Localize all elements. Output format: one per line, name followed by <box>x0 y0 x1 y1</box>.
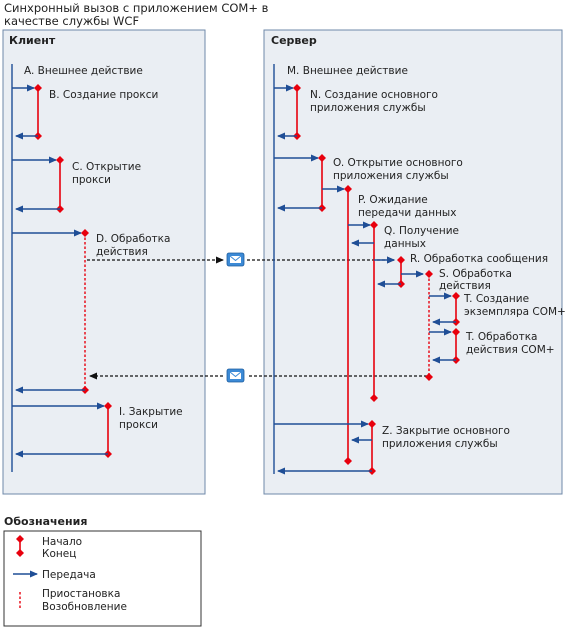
step-o-label-1: O. Открытие основного <box>333 157 463 169</box>
step-b-activation <box>12 84 42 140</box>
step-b-label: B. Создание прокси <box>49 89 158 101</box>
legend-activation-sample <box>16 535 24 557</box>
server-panel <box>263 29 563 495</box>
start-marker <box>318 154 326 162</box>
start-marker <box>344 185 352 193</box>
step-c-label-2: прокси <box>72 174 111 186</box>
step-d-label-2: действия <box>96 246 148 258</box>
server-header: Сервер <box>271 34 317 47</box>
step-r-label: R. Обработка сообщения <box>410 253 548 265</box>
legend-title: Обозначения <box>4 515 87 528</box>
legend-start-label: Начало <box>42 536 82 548</box>
diagram-title-line-1: Синхронный вызов с приложением COM+ в <box>4 1 269 15</box>
step-n-activation <box>274 84 301 140</box>
step-i-label-1: I. Закрытие <box>119 406 183 418</box>
step-q-activation <box>348 221 378 402</box>
step-c-activation <box>12 156 64 213</box>
step-n-label-1: N. Создание основного <box>310 89 438 101</box>
step-o-activation <box>274 154 326 212</box>
step-o-label-2: приложения службы <box>333 170 449 182</box>
client-header: Клиент <box>9 34 56 47</box>
step-d-label-1: D. Обработка <box>96 233 170 245</box>
end-marker <box>16 549 24 557</box>
step-q-label-2: данных <box>384 238 426 250</box>
step-t-process-label-2: действия COM+ <box>466 344 555 356</box>
start-marker <box>370 221 378 229</box>
step-m-label: M. Внешнее действие <box>287 65 408 77</box>
start-marker <box>56 156 64 164</box>
envelope-icon <box>226 368 245 383</box>
start-marker <box>34 84 42 92</box>
end-marker <box>425 373 433 381</box>
diagram-title-line-2: качестве службы WCF <box>4 14 139 28</box>
legend-end-label: Конец <box>42 548 76 560</box>
legend-transfer-label: Передача <box>42 569 96 581</box>
start-marker <box>452 292 460 300</box>
step-a-label: A. Внешнее действие <box>24 65 143 77</box>
step-q-label-1: Q. Получение <box>384 225 459 237</box>
end-marker <box>344 457 352 465</box>
legend-pause-label: Приостановка <box>42 588 120 600</box>
step-s-label-2: действия <box>439 280 491 292</box>
step-n-label-2: приложения службы <box>310 102 426 114</box>
step-t-process-activation <box>429 328 460 364</box>
legend-resume-label: Возобновление <box>42 601 127 613</box>
start-marker <box>104 402 112 410</box>
step-p-label-1: P. Ожидание <box>358 194 428 206</box>
client-panel <box>2 29 206 495</box>
step-d-activation <box>12 229 89 394</box>
start-marker <box>397 256 405 264</box>
envelope-icon <box>226 252 245 267</box>
end-marker <box>370 394 378 402</box>
step-p-label-2: передачи данных <box>358 207 456 219</box>
step-s-activation <box>401 270 433 381</box>
step-r-activation <box>374 256 405 288</box>
start-marker <box>16 535 24 543</box>
step-c-label-1: C. Открытие <box>72 161 141 173</box>
legend-box <box>3 530 202 627</box>
start-marker <box>425 270 433 278</box>
step-t-process-label-1: T. Обработка <box>465 331 537 343</box>
start-marker <box>81 229 89 237</box>
step-t-create-label-2: экземпляра COM+ <box>464 306 566 318</box>
step-p-activation <box>322 185 352 465</box>
step-s-label-1: S. Обработка <box>439 268 512 280</box>
step-t-create-activation <box>429 292 460 326</box>
step-z-label-1: Z. Закрытие основного <box>382 425 510 437</box>
start-marker <box>452 328 460 336</box>
step-z-label-2: приложения службы <box>382 438 498 450</box>
step-i-label-2: прокси <box>119 419 158 431</box>
step-i-activation <box>12 402 112 458</box>
step-z-activation <box>274 420 376 475</box>
start-marker <box>368 420 376 428</box>
start-marker <box>293 84 301 92</box>
step-t-create-label-1: T. Создание <box>463 293 529 305</box>
